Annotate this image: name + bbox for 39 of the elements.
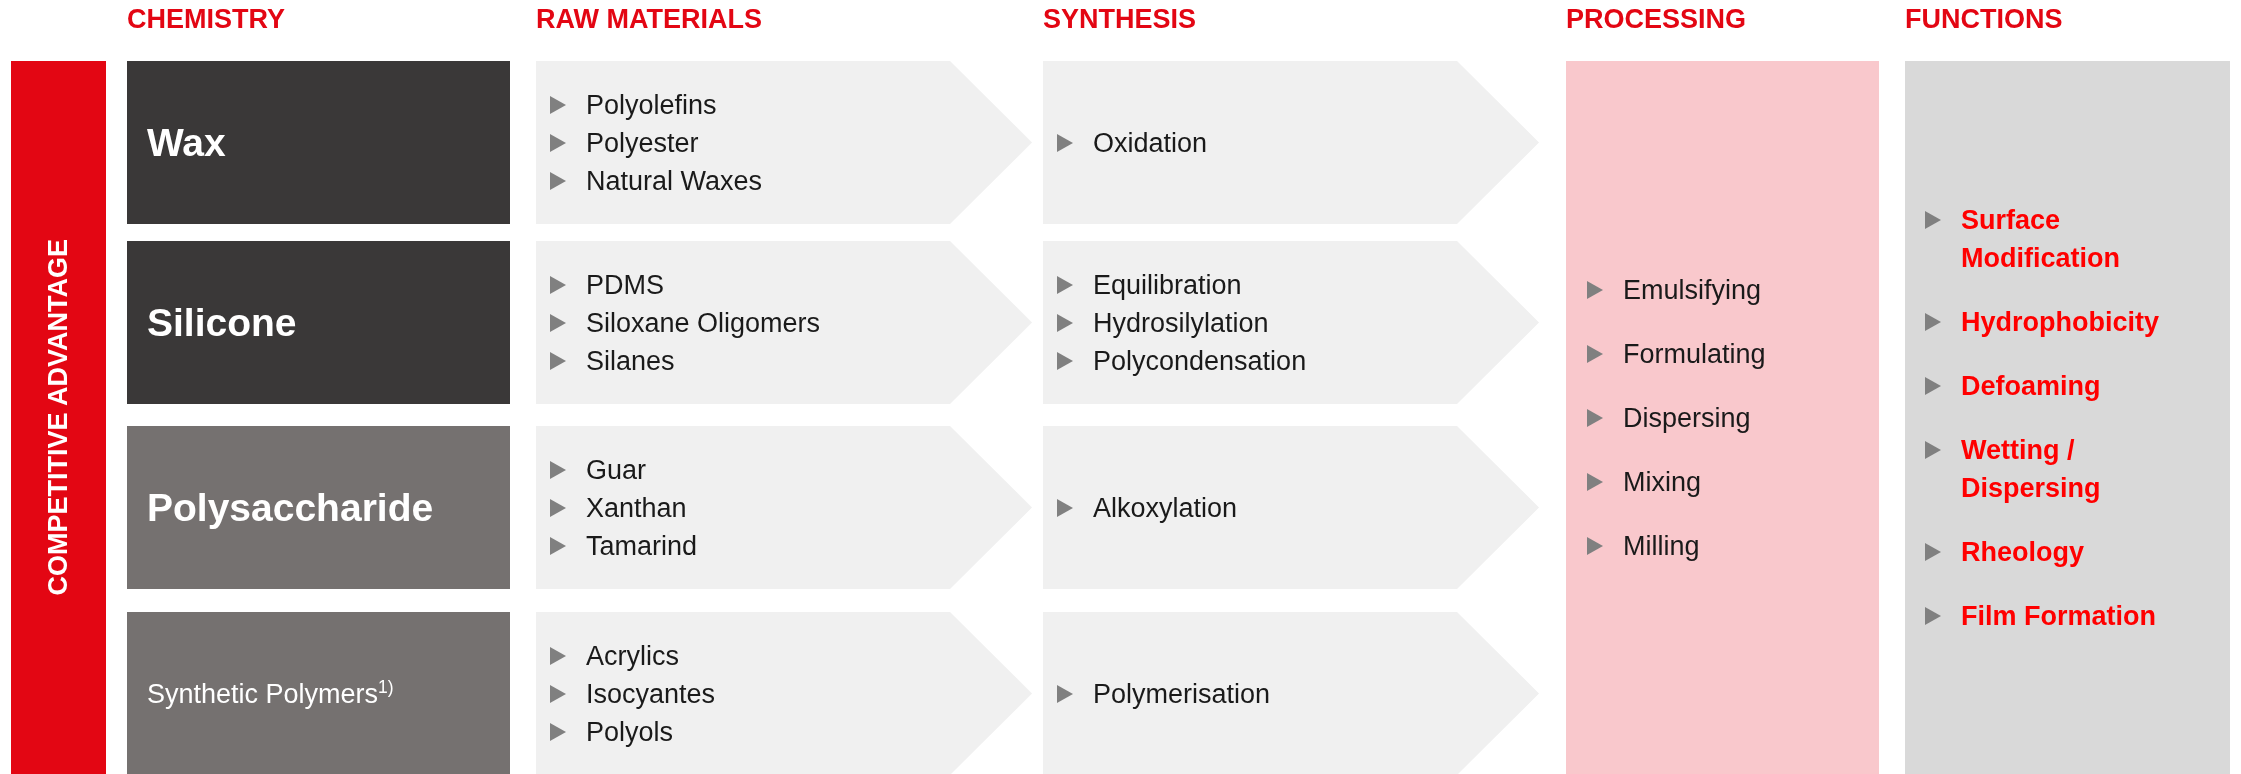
list-item: Emulsifying [1623, 273, 1762, 307]
list-item: Tamarind [586, 529, 698, 563]
list-item: Polyols [586, 715, 674, 749]
list-item: Polyolefins [586, 88, 717, 122]
list-item: Guar [586, 453, 647, 487]
column-header: FUNCTIONS [1905, 4, 2063, 35]
list-item: PDMS [586, 268, 664, 302]
list-item: Polymerisation [1093, 677, 1271, 711]
list-item: Milling [1623, 529, 1700, 563]
column-header: SYNTHESIS [1043, 4, 1197, 35]
chemistry-box: Polysaccharide [127, 426, 510, 589]
list-item: Defoaming [1961, 369, 2101, 403]
list-item: Xanthan [586, 491, 687, 525]
list-item: Alkoxylation [1093, 491, 1238, 525]
side-bar-label: COMPETITIVE ADVANTAGE [43, 239, 74, 596]
list-item: Acrylics [586, 639, 679, 673]
list-item: Natural Waxes [586, 164, 763, 198]
list-item: Film Formation [1961, 599, 2156, 633]
list-item: Siloxane Oligomers [586, 306, 821, 340]
list-item: Hydrosilylation [1093, 306, 1269, 340]
list-item: Wetting / Dispersing [1961, 433, 2102, 505]
chemistry-box: Synthetic Polymers$^{1)}$ [127, 612, 510, 774]
list-item: Equilibration [1093, 268, 1242, 302]
list-item: Oxidation [1093, 126, 1208, 160]
list-item: Hydrophobicity [1961, 305, 2159, 339]
chemistry-box: Wax [127, 61, 510, 224]
column-header: CHEMISTRY [127, 4, 285, 35]
list-item: Isocyantes [586, 677, 716, 711]
column-header: PROCESSING [1566, 4, 1747, 35]
chemistry-box: Silicone [127, 241, 510, 404]
list-item: Polycondensation [1093, 344, 1307, 378]
list-item: Formulating [1623, 337, 1766, 371]
list-item: Silanes [586, 344, 675, 378]
list-item: Surface Modification [1961, 203, 2121, 275]
list-item: Polyester [586, 126, 699, 160]
list-item: Dispersing [1623, 401, 1751, 435]
column-header: RAW MATERIALS [536, 4, 762, 35]
list-item: Mixing [1623, 465, 1702, 499]
list-item: Rheology [1961, 535, 2084, 569]
